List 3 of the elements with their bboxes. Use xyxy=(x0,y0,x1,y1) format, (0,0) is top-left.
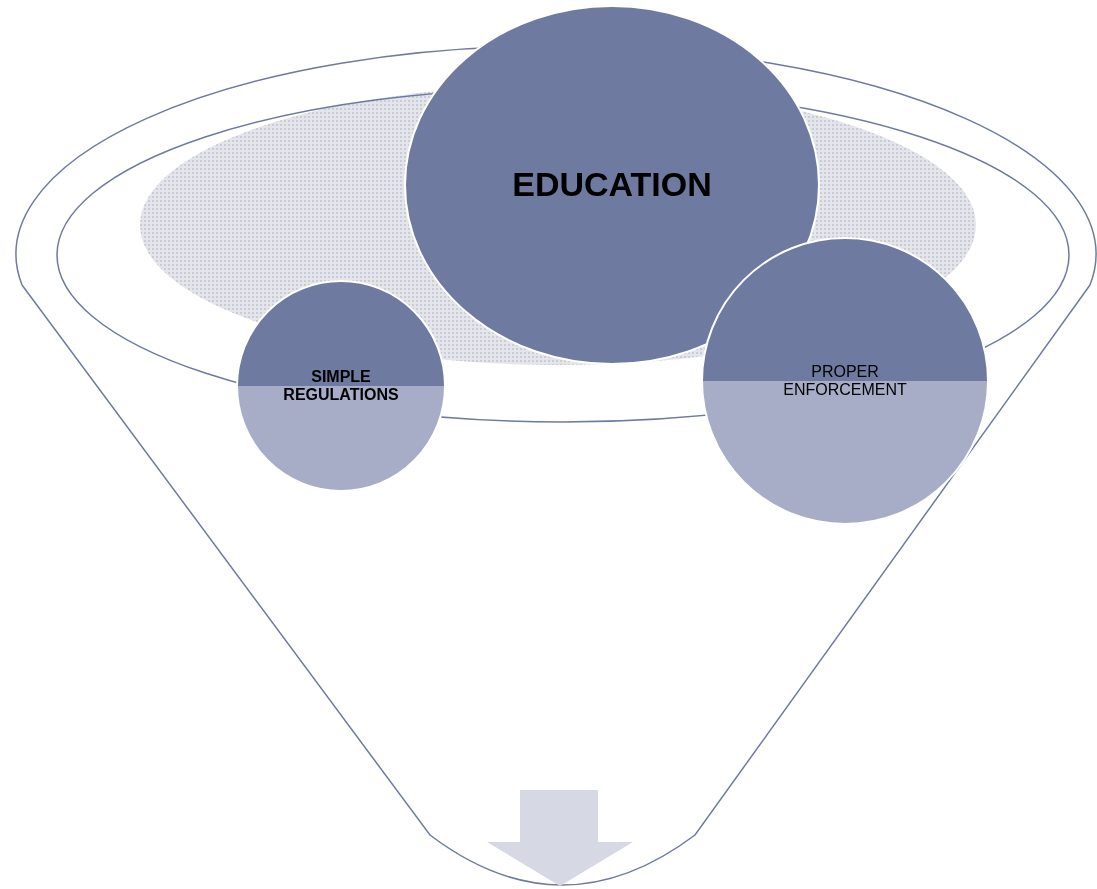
node-label: PROPER ENFORCEMENT xyxy=(782,363,908,399)
node-label: EDUCATION xyxy=(512,166,712,204)
node-label: SIMPLE REGULATIONS xyxy=(282,368,400,404)
